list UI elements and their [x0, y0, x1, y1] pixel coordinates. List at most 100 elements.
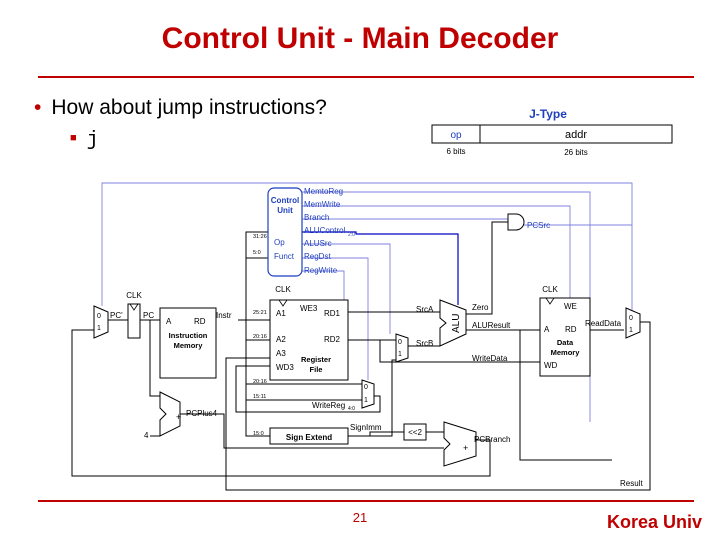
dmem-a: A: [544, 325, 550, 334]
pcplus4-adder: [159, 391, 181, 437]
bits-5-0: 5:0: [253, 250, 261, 256]
wire-memwrite: [302, 205, 571, 303]
bullet-sub-text: j: [86, 129, 99, 152]
dmem-rd: RD: [565, 325, 577, 334]
wire-instr-op: [245, 231, 270, 320]
label-alucontrol: ALUControl: [304, 226, 346, 235]
bits-31-26: 31:26: [253, 234, 267, 240]
label-alucontrol-sub: 2:0: [348, 232, 355, 238]
wire-instr-imm: [245, 320, 270, 437]
footer-brand: Korea Univ: [606, 512, 702, 532]
jtype-addr-label: addr: [565, 129, 587, 141]
srcb-mux-0: 0: [398, 339, 402, 346]
wire-alusrc: [302, 243, 391, 334]
instruction-memory: [159, 307, 217, 379]
label-result: Result: [620, 479, 643, 488]
sign-extend: [269, 427, 349, 445]
bit-labels: 31:26 5:0 25:21 20:16 20:16 15:11 15:0: [253, 234, 267, 437]
label-instr: Instr: [216, 311, 232, 320]
data-wires: [71, 221, 651, 491]
wire-alucontrol: [302, 231, 459, 305]
regfile-a1: A1: [276, 309, 286, 318]
label-pcbranch: PCBranch: [474, 435, 510, 444]
label-pc: PC: [143, 311, 154, 320]
label-memtoreg: MemtoReg: [304, 187, 343, 196]
jtype-op-bits: 6 bits: [446, 147, 465, 156]
wire-regdst: [302, 257, 369, 380]
dmem-ports: WE A RD Data Memory WD: [544, 302, 580, 370]
jtype-title: J-Type: [529, 107, 567, 121]
label-pcsrc: PCSrc: [527, 221, 550, 230]
result-mux-1: 1: [629, 327, 633, 334]
bullet-square-icon: ■: [70, 132, 77, 144]
control-unit: [267, 187, 303, 277]
regfile-name-1: Register: [301, 355, 331, 364]
wire-pcplus4: [180, 413, 444, 449]
writereg-mux-0: 0: [364, 384, 368, 391]
label-aluresult: ALUResult: [472, 321, 511, 330]
bullet-dot-icon: •: [34, 96, 42, 119]
bullet-main-text: How about jump instructions?: [51, 96, 327, 119]
bits-25-21: 25:21: [253, 310, 267, 316]
jtype-format: J-Type op addr 6 bits 26 bits: [431, 107, 673, 157]
bits-20-16-b: 20:16: [253, 379, 267, 385]
regfile-a3: A3: [276, 349, 286, 358]
label-branch: Branch: [304, 213, 329, 222]
alu: [439, 299, 467, 347]
imem-name-1: Instruction: [169, 331, 208, 340]
wire-signimm-to-shift: [369, 431, 404, 436]
imem-name-2: Memory: [174, 341, 204, 350]
regfile-rd2: RD2: [324, 335, 341, 344]
control-op-label: Op: [274, 238, 285, 247]
shift-left-2-label: <<2: [408, 428, 422, 437]
control-wires: [101, 182, 633, 422]
page-number: 21: [352, 510, 368, 525]
wire-regwrite: [302, 270, 345, 300]
pcbranch-adder-plus: +: [463, 443, 468, 453]
label-regwrite: RegWrite: [304, 266, 338, 275]
pc-mux-1: 1: [97, 325, 101, 332]
imem-rd: RD: [194, 317, 206, 326]
regfile-wd3: WD3: [276, 363, 294, 372]
title-divider: [38, 76, 694, 78]
shift-left-2: [403, 423, 427, 441]
and-gate: [507, 213, 525, 231]
bullet-sub: ■j: [70, 128, 99, 152]
dmem-name-1: Data: [557, 338, 574, 347]
control-unit-label-1: Control: [271, 196, 299, 205]
control-funct-label: Funct: [274, 252, 295, 261]
label-signimm: SignImm: [350, 423, 382, 432]
pc-clk-icon: [129, 303, 139, 311]
regfile-ports: WE3 A1 A2 A3 WD3 RD1 RD2 Register File: [276, 304, 341, 374]
data-memory: [539, 297, 591, 377]
alu-label: ALU: [451, 314, 462, 333]
wire-writereg: [235, 365, 381, 413]
label-regdst: RegDst: [304, 252, 331, 261]
bits-20-16-a: 20:16: [253, 334, 267, 340]
regfile-name-2: File: [310, 365, 323, 374]
jtype-addr-bits: 26 bits: [564, 148, 588, 157]
register-file: [269, 299, 349, 381]
wire-aluresult-bypass: [519, 330, 612, 461]
wire-pcbranch: [71, 329, 491, 477]
label-writereg-sub: 4:0: [348, 406, 355, 412]
bullet-main: • How about jump instructions?: [34, 96, 327, 120]
regfile-a2: A2: [276, 335, 286, 344]
pcplus4-adder-plus: +: [176, 412, 181, 422]
label-writedata: WriteData: [472, 354, 508, 363]
bits-15-0: 15:0: [253, 431, 264, 437]
jtype-op-label: op: [450, 130, 462, 141]
label-pcplus4: PCPlus4: [186, 409, 218, 418]
label-writereg: WriteReg: [312, 401, 345, 410]
writereg-mux: [361, 379, 375, 409]
srcb-mux-1: 1: [398, 351, 402, 358]
dmem-clk-icon: [545, 297, 555, 305]
wire-result: [225, 321, 651, 491]
wire-writedata: [379, 340, 540, 363]
label-zero: Zero: [472, 303, 489, 312]
label-pc-prime: PC': [110, 311, 123, 320]
regfile-clk-label: CLK: [275, 285, 291, 294]
dmem-wd: WD: [544, 361, 558, 370]
dmem-clk-label: CLK: [542, 285, 558, 294]
